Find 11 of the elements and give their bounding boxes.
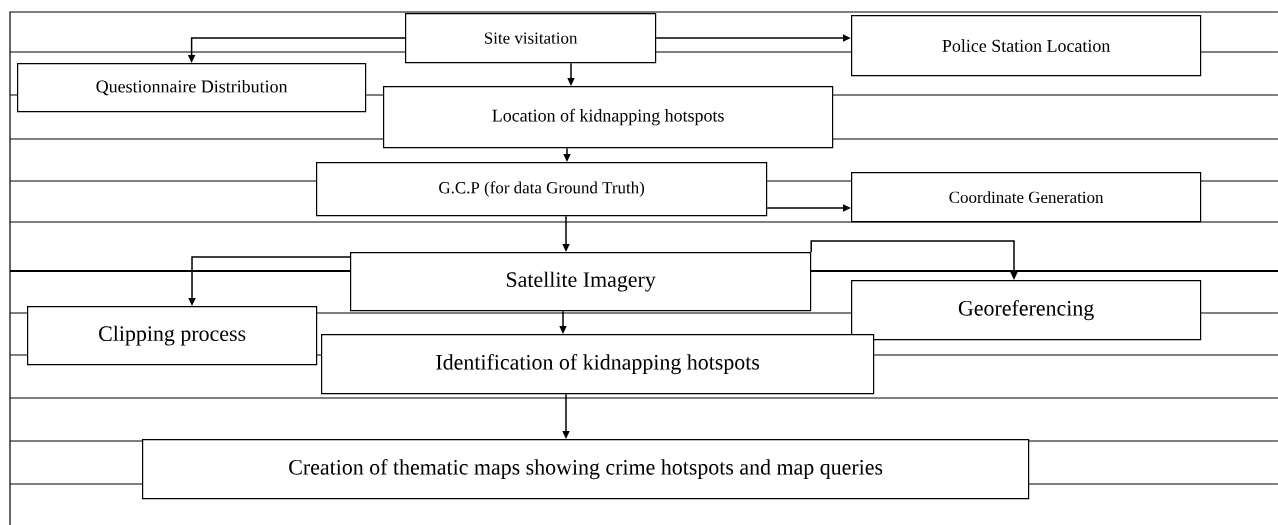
- process-box: Coordinate Generation: [851, 172, 1202, 223]
- process-box: Questionnaire Distribution: [17, 63, 367, 113]
- process-box: Site visitation: [405, 13, 657, 64]
- process-box: Identification of kidnapping hotspots: [321, 334, 875, 395]
- process-box: Satellite Imagery: [350, 252, 812, 312]
- process-box: Creation of thematic maps showing crime hotspots and map queries: [142, 439, 1030, 500]
- process-box: Clipping process: [27, 306, 318, 366]
- process-box: Police Station Location: [851, 15, 1202, 77]
- process-box: Georeferencing: [851, 280, 1202, 341]
- process-box: Location of kidnapping hotspots: [383, 86, 834, 149]
- process-box: G.C.P (for data Ground Truth): [316, 162, 768, 217]
